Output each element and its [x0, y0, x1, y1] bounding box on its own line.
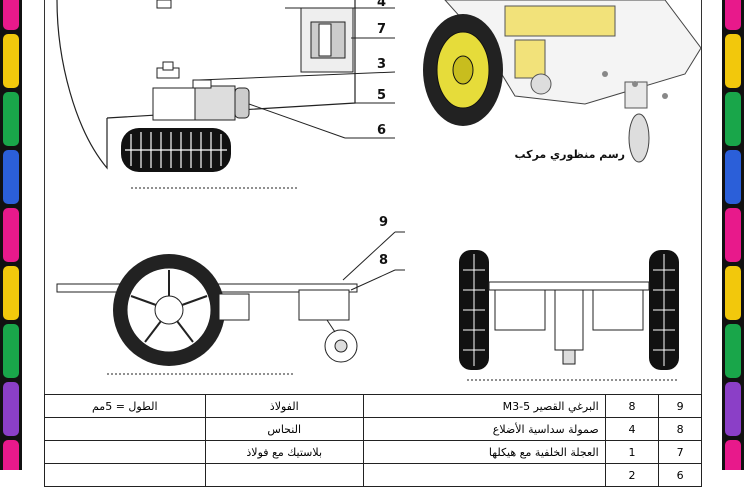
callout-3: 3 [377, 57, 386, 72]
quantity-cell: 4 [604, 417, 660, 441]
perspective-caption: رسم منظوري مركب [515, 148, 625, 161]
note-cell [44, 463, 206, 487]
motor-side-view [152, 61, 250, 121]
callout-4: 4 [377, 0, 386, 10]
side-view [56, 254, 358, 366]
border-color-segment [725, 324, 741, 378]
quantity-cell: 1 [604, 440, 660, 464]
part-number-cell: 9 [658, 394, 702, 418]
border-color-segment [3, 92, 19, 146]
border-color-segment [3, 382, 19, 436]
callout-leaders-bottom [342, 231, 405, 291]
part-name-cell: العجلة الخلفية مع هيكلها [362, 440, 606, 464]
part-name-cell: صمولة سداسية الأضلاع [362, 417, 606, 441]
border-color-segment [725, 92, 741, 146]
border-color-segment [3, 150, 19, 204]
wheel-tread-top [121, 128, 231, 172]
border-color-segment [3, 34, 19, 88]
border-color-segment [3, 440, 19, 470]
callout-8: 8 [379, 253, 388, 268]
border-color-segment [725, 150, 741, 204]
castor-wheel-top-view [300, 7, 354, 73]
border-color-segment [725, 0, 741, 30]
callout-5: 5 [377, 88, 386, 103]
border-color-segment [3, 324, 19, 378]
note-cell [44, 417, 206, 441]
perspective-view [423, 0, 702, 163]
callout-9: 9 [379, 215, 388, 230]
border-color-segment [3, 266, 19, 320]
callout-leaders-top [198, 7, 396, 139]
border-color-segment [3, 0, 19, 30]
hex-nut-top [156, 0, 172, 9]
callout-6: 6 [377, 123, 386, 138]
material-cell: بلاستيك مع فولاذ [204, 440, 364, 464]
drawing-canvas: 4 7 3 5 6 رسم منظوري مركب [56, 0, 702, 381]
part-number-cell: 6 [658, 463, 702, 487]
quantity-cell: 2 [604, 463, 660, 487]
quantity-cell: 8 [604, 394, 660, 418]
border-color-segment [725, 440, 741, 470]
part-number-cell: 7 [658, 440, 702, 464]
callout-7: 7 [377, 22, 386, 37]
border-color-segment [725, 266, 741, 320]
note-cell [44, 440, 206, 464]
material-cell: النحاس [204, 417, 364, 441]
note-cell: الطول = 5مم [44, 394, 206, 418]
border-color-segment [725, 34, 741, 88]
border-color-segment [725, 208, 741, 262]
border-color-segment [725, 382, 741, 436]
technical-drawing: 4 7 3 5 6 رسم منظوري مركب [44, 0, 702, 394]
material-cell [204, 463, 364, 487]
front-view [459, 250, 679, 370]
material-cell: الفولاذ [204, 394, 364, 418]
left-decorative-border [0, 0, 22, 470]
border-color-segment [3, 208, 19, 262]
right-decorative-border [722, 0, 744, 470]
part-name-cell: البرغي القصير M3-5 [362, 394, 606, 418]
part-name-cell [362, 463, 606, 487]
part-number-cell: 8 [658, 417, 702, 441]
